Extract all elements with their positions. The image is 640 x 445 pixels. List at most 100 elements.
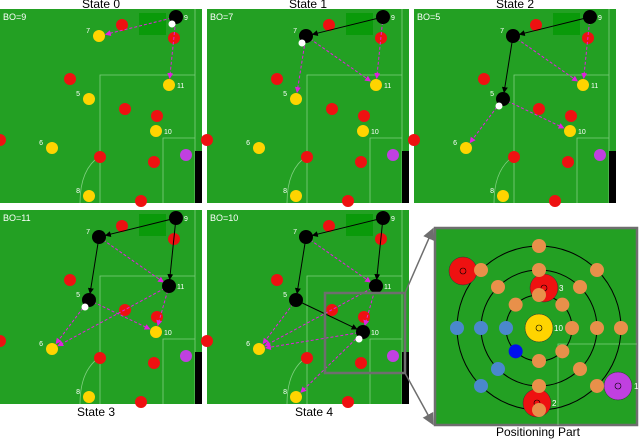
zoom-connector [404,227,435,294]
opponent-goalkeeper [594,149,606,161]
goal-area-zone [139,13,166,35]
ball [298,39,306,47]
candidate-position [532,403,546,417]
teammate-player [289,293,303,307]
player-number: 11 [384,83,391,90]
opponent-player [119,103,131,115]
pass-option-arrow [264,331,364,351]
opponent-player [323,19,335,31]
player-number: 11 [177,284,184,291]
player-number: 5 [490,91,494,98]
player-number: 11 [384,284,391,291]
goal-box-line [369,338,402,404]
blocked-position [499,321,513,335]
pass-option-arrow [305,236,372,283]
teammate-player [290,93,302,105]
player-number: 2 [552,399,557,408]
opponent-goalkeeper [180,350,192,362]
opponent-player [94,151,106,163]
opponent-player [0,335,6,347]
teammate-player [162,279,176,293]
ball [81,303,89,311]
opponent-player [342,396,354,408]
goal-area-zone [139,214,166,236]
player-number: 9 [184,216,188,223]
player-number: 6 [246,341,250,348]
blocked-position [474,378,489,393]
center-teammate [524,313,554,343]
candidate-position [565,321,579,335]
player-number: 11 [177,83,184,90]
candidate-position [532,379,546,393]
pass-option-arrow [294,35,307,94]
teammate-player [506,29,520,43]
goal-box-line [576,137,609,203]
player-number: 5 [283,91,287,98]
candidate-position [589,378,604,393]
opponent-player [0,134,6,146]
player-number: 10 [164,330,172,337]
player-number: 11 [591,83,598,90]
teammate-player [169,211,183,225]
teammate-player [577,79,589,91]
player-number: 9 [184,15,188,22]
player-number: 7 [500,28,504,35]
player-number: 10 [164,129,172,136]
opponent-player [530,19,542,31]
opponent-player [355,357,367,369]
pass-option-arrow [305,35,372,82]
pass-arrow [311,16,384,37]
pass-arrow [311,217,384,238]
goal-box-line [162,137,195,203]
opponent-player [64,274,76,286]
pass-arrow [295,299,358,330]
opponent-player [448,256,478,286]
teammate-player [376,10,390,24]
goal [402,352,409,404]
candidate-position [573,362,588,377]
pass-arrow [501,35,514,94]
pass-option-arrow [264,285,377,347]
opponent-player [148,156,160,168]
opponent-player [301,352,313,364]
caption-state-2: State 2 [496,0,534,11]
ball-owner-label: BO=11 [3,213,31,223]
pass-option-arrow [512,35,579,82]
teammate-player [46,142,58,154]
ball-owner-label: BO=7 [210,12,233,22]
ball [168,20,176,28]
pass-arrow [518,16,591,37]
blocked-position [474,321,488,335]
opponent-goalkeeper [387,149,399,161]
player-number: 6 [39,140,43,147]
ball [495,102,503,110]
opponent-player [116,220,128,232]
opponent-player [116,19,128,31]
ball-owner-label: BO=10 [210,213,238,223]
selected-position [508,344,523,359]
zoom-connector [404,372,434,426]
teammate-player [83,391,95,403]
teammate-player [299,230,313,244]
player-number: 10 [371,330,379,337]
teammate-player [370,79,382,91]
teammate-player [83,93,95,105]
candidate-position [532,354,546,368]
pass-arrow [104,217,177,238]
opponent-player [326,103,338,115]
teammate-player [497,190,509,202]
penalty-box-line [557,343,637,425]
opponent-player [94,352,106,364]
goal [195,352,202,404]
ball-owner-label: BO=5 [417,12,440,22]
opponent-player [358,110,370,122]
goal-area-zone [553,13,580,35]
pass-option-arrow [469,98,504,144]
pass-option-arrow [374,16,384,80]
goal [402,151,409,203]
teammate-player [357,125,369,137]
opponent-player [271,274,283,286]
